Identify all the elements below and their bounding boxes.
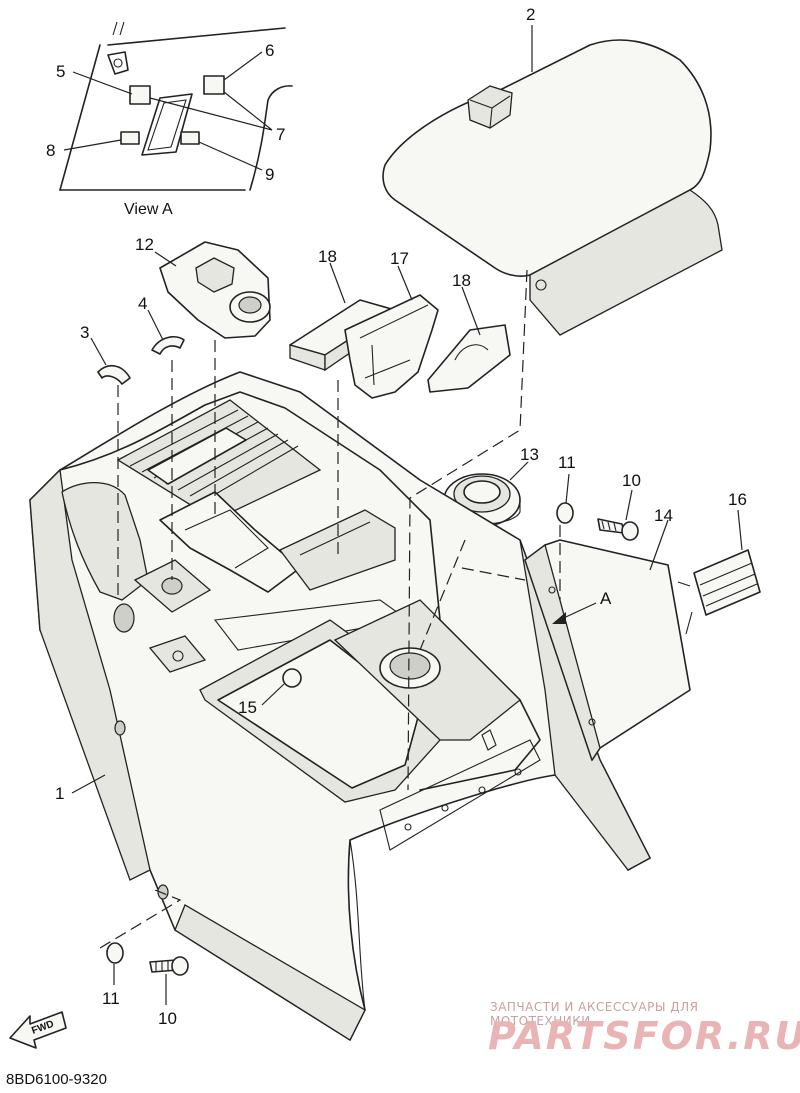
callout-10-lower: 10 — [158, 1009, 177, 1028]
callout-14: 14 — [654, 506, 673, 525]
callout-15: 15 — [238, 698, 257, 717]
label-part-16: 16 — [677, 490, 761, 635]
callout-17: 17 — [390, 249, 409, 268]
view-a-inset: 5 6 7 8 9 View A — [46, 21, 293, 218]
nut-part-11-lower — [106, 942, 124, 964]
clip-6 — [203, 75, 225, 95]
callout-18-right: 18 — [452, 271, 471, 290]
fasteners-upper: 11 10 — [556, 453, 641, 541]
nut-part-11-upper — [556, 502, 574, 524]
watermark-brand: PARTSFOR.RU — [488, 1014, 800, 1058]
callout-4: 4 — [138, 294, 147, 313]
emblem-parts-3-4: 3 4 — [80, 294, 185, 385]
callout-12: 12 — [135, 235, 154, 254]
callout-11-lower: 11 — [102, 989, 120, 1008]
callout-16: 16 — [728, 490, 747, 509]
callout-2: 2 — [526, 5, 535, 24]
callout-1: 1 — [55, 784, 64, 803]
callout-10-upper: 10 — [622, 471, 641, 490]
callout-9: 9 — [265, 165, 274, 184]
callout-18-left: 18 — [318, 247, 337, 266]
diagram-code: 8BD6100-9320 — [6, 1071, 107, 1088]
lid-part-2: 2 — [382, 5, 723, 336]
callout-13: 13 — [520, 445, 539, 464]
clip-8 — [120, 131, 140, 145]
callout-11-upper: 11 — [558, 453, 576, 472]
assembly-lines — [99, 269, 561, 949]
clip-9 — [180, 131, 200, 145]
fasteners-lower: 11 10 — [102, 942, 189, 1028]
cup-holder-part-12: 12 — [135, 235, 271, 339]
callout-7: 7 — [276, 125, 285, 144]
callout-3: 3 — [80, 323, 89, 342]
side-panel-part-14: 14 A — [524, 506, 691, 762]
watermark-tagline: ЗАПЧАСТИ И АКСЕССУАРЫ ДЛЯ МОТОТЕХНИКИ — [490, 1000, 699, 1028]
callout-8: 8 — [46, 141, 55, 160]
plug-part-15 — [282, 668, 302, 688]
fwd-arrow: FWD — [9, 1011, 67, 1049]
bracket-parts-17-18: 18 17 18 — [289, 247, 511, 399]
callout-5: 5 — [56, 62, 65, 81]
view-a-arrow-label: A — [600, 589, 612, 608]
console-part-1: 1 15 — [29, 371, 651, 1041]
view-a-label: View A — [124, 201, 173, 218]
callout-6: 6 — [265, 41, 274, 60]
clip-5 — [129, 85, 151, 105]
